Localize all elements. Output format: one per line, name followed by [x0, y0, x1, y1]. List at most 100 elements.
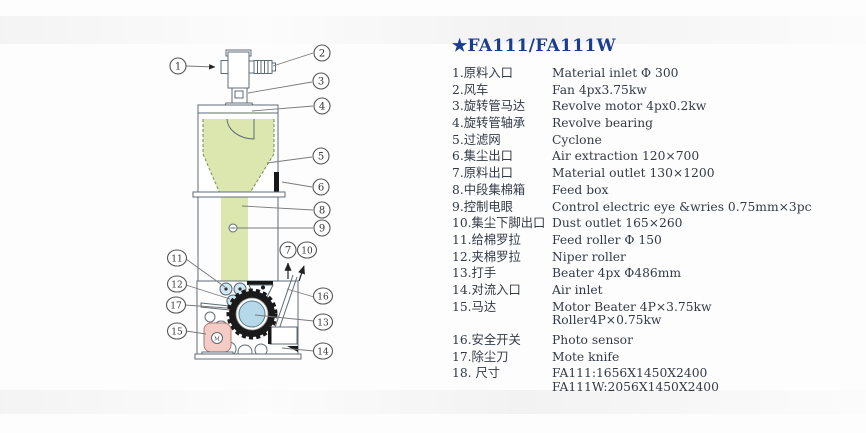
callout-8: 8 — [313, 201, 331, 219]
callout-14: 14 — [312, 342, 334, 360]
spec-value: Feed roller Φ 150 — [552, 232, 662, 247]
callout-10: 10 — [296, 241, 318, 259]
spec-label: 13.打手 — [452, 266, 497, 281]
tank-flange — [192, 191, 286, 198]
svg-text:8: 8 — [319, 206, 325, 217]
spec-label: 8.中段集棉箱 — [452, 182, 526, 197]
callout-3: 3 — [312, 72, 330, 90]
callout-12: 12 — [166, 275, 188, 293]
leader-lines — [184, 52, 315, 352]
callout-6: 6 — [312, 178, 330, 196]
callout-2: 2 — [313, 44, 331, 62]
machine-base — [194, 353, 302, 360]
spec-row: 9.控制电眼 Control electric eye &wries 0.75mm… — [452, 197, 862, 214]
svg-text:4: 4 — [319, 102, 325, 113]
spec-value: FA111:1656X1450X2400 — [552, 366, 708, 381]
spec-value: Material inlet Φ 300 — [552, 66, 679, 80]
svg-text:1: 1 — [175, 62, 181, 73]
spec-value: Dust outlet 165×260 — [552, 216, 683, 231]
svg-text:10: 10 — [301, 246, 313, 256]
spec-label: 5.过滤网 — [452, 132, 501, 147]
spec-value: Roller4P×0.75kw — [552, 313, 662, 328]
beater-cabinet: M — [194, 274, 302, 360]
spec-value: Motor Beater 4P×3.75kw — [552, 299, 712, 314]
revolve-bearing — [231, 87, 248, 104]
spec-row: 4.旋转管轴承 Revolve bearing — [452, 113, 862, 130]
spec-label: 4.旋转管轴承 — [452, 116, 526, 131]
spec-value: Mote knife — [552, 349, 620, 364]
spec-row: 3.旋转管马达 Revolve motor 4px0.2kw — [452, 96, 862, 113]
spec-row: 18. 尺寸 FA111:1656X1450X2400 — [452, 363, 862, 380]
callout-11: 11 — [166, 249, 188, 267]
spec-value: Niper roller — [552, 249, 626, 264]
spec-value: Fan 4px3.75kw — [552, 82, 647, 97]
callout-17: 17 — [165, 296, 187, 314]
air-extraction-port — [274, 172, 279, 192]
spec-value: FA111W:2056X1450X2400 — [552, 380, 719, 395]
spec-row: 8.中段集棉箱 Feed box — [452, 180, 862, 197]
callout-16: 16 — [312, 287, 334, 305]
spec-label: 2.风车 — [452, 82, 489, 97]
spec-row-continuation: Roller4P×0.75kw — [452, 313, 862, 330]
spec-value: Feed box — [552, 182, 609, 197]
spec-label: 6.集尘出口 — [452, 149, 513, 164]
svg-text:M: M — [214, 337, 220, 343]
svg-text:7: 7 — [285, 246, 291, 257]
svg-text:16: 16 — [317, 292, 329, 302]
motor-flange — [248, 60, 255, 74]
feed-box-column — [197, 197, 279, 281]
spec-value: Material outlet 130×1200 — [552, 166, 715, 181]
spec-label: 9.控制电眼 — [452, 199, 513, 214]
svg-text:12: 12 — [171, 280, 182, 290]
spec-value: Air extraction 120×700 — [552, 149, 700, 164]
spec-label: 18. 尺寸 — [452, 366, 501, 381]
svg-text:2: 2 — [319, 49, 325, 60]
motor-icon: M — [201, 322, 234, 356]
spec-panel: ★FA111/FA111W 1.原料入口 Material inlet Φ 300… — [452, 36, 862, 397]
revolve-motor-icon — [253, 60, 276, 74]
spec-label: 11.给棉罗拉 — [452, 232, 521, 247]
svg-text:5: 5 — [318, 152, 324, 163]
outlet-arrows — [284, 262, 305, 282]
svg-text:13: 13 — [317, 318, 329, 328]
svg-text:6: 6 — [318, 183, 324, 194]
fan-assembly — [185, 49, 276, 112]
callout-7: 7 — [279, 241, 297, 259]
callout-13: 13 — [312, 313, 334, 331]
svg-text:17: 17 — [170, 301, 182, 311]
spec-label: 17.除尘刀 — [452, 349, 509, 364]
callout-1: 1 — [169, 57, 187, 75]
side-box — [269, 326, 298, 345]
spec-label: 7.原料出口 — [452, 166, 513, 181]
callout-15: 15 — [166, 322, 188, 340]
cyclone-tank — [192, 104, 286, 281]
spec-value: Cyclone — [552, 132, 602, 147]
beater-icon — [226, 288, 278, 340]
page-title: ★FA111/FA111W — [452, 36, 616, 56]
spec-value: Control electric eye &wries 0.75mm×3pc — [552, 199, 812, 214]
callout-4: 4 — [313, 97, 331, 115]
spec-value: Revolve bearing — [552, 116, 654, 131]
spec-row: 2.风车 Fan 4px3.75kw — [452, 80, 862, 97]
spec-label: 10.集尘下脚出口 — [452, 216, 546, 231]
spec-value: Photo sensor — [552, 333, 633, 347]
callout-9: 9 — [313, 219, 331, 237]
machine-diagram: M 1 2 3 4 5 6 7 8 9 10 11 12 13 1 — [165, 44, 334, 360]
photo-sensor-icon — [261, 285, 265, 290]
cyclone-hopper — [203, 119, 274, 281]
spec-label: 1.原料入口 — [452, 66, 513, 80]
callout-5: 5 — [312, 147, 330, 165]
svg-text:11: 11 — [171, 254, 182, 264]
spec-row-continuation: FA111W:2056X1450X2400 — [452, 380, 862, 397]
spec-row: 17.除尘刀 Mote knife — [452, 347, 862, 364]
spec-label: 3.旋转管马达 — [452, 99, 526, 114]
spec-row: 1.原料入口 Material inlet Φ 300 — [452, 63, 862, 80]
spec-value: Revolve motor 4px0.2kw — [552, 99, 707, 114]
spec-row: 7.原料出口 Material outlet 130×1200 — [452, 163, 862, 180]
svg-text:9: 9 — [319, 224, 325, 235]
